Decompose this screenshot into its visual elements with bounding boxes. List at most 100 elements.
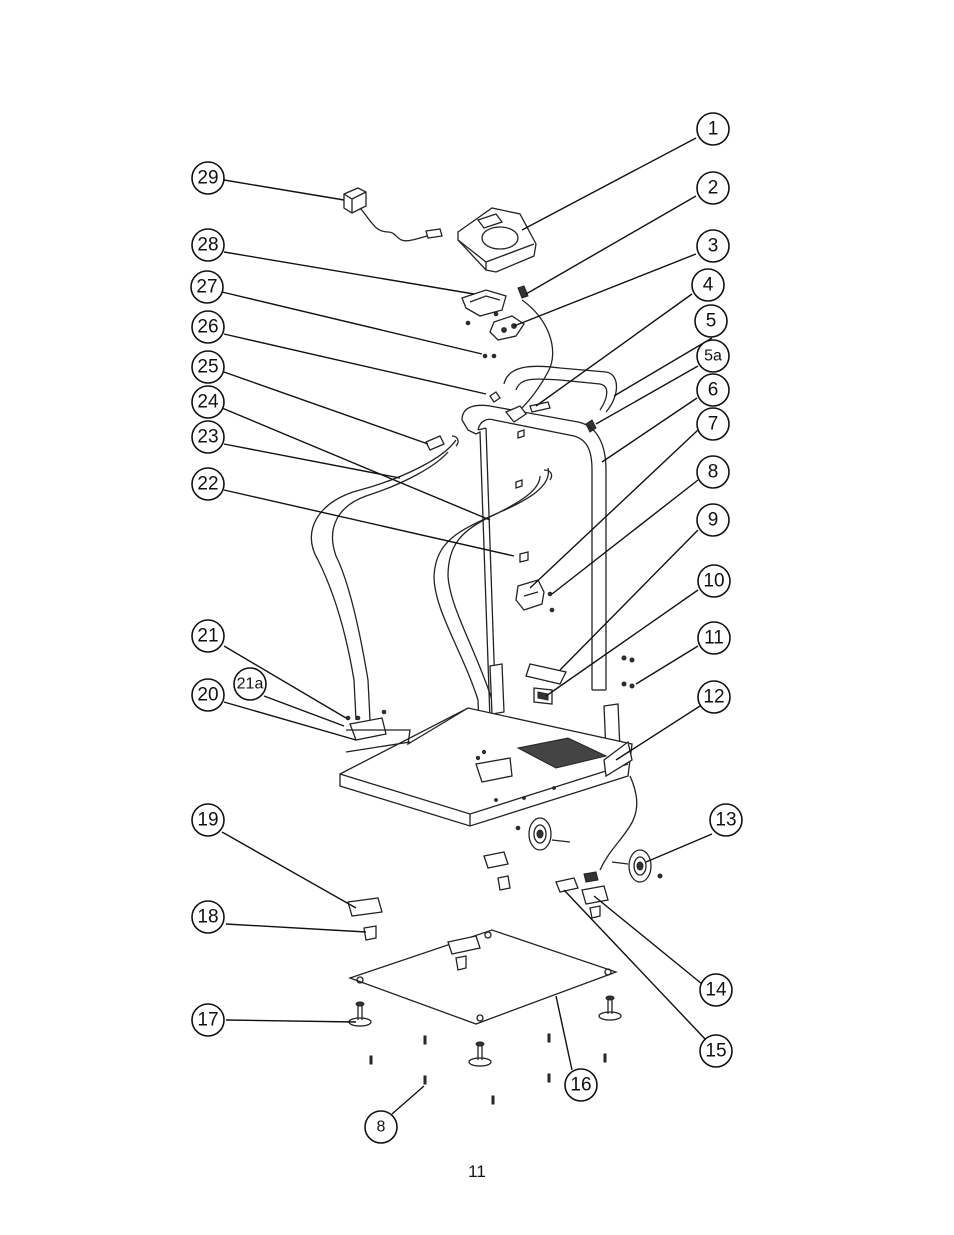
- callout-label: 20: [197, 685, 218, 706]
- screw-part-8-upper: [547, 591, 553, 597]
- callout-10: 10: [697, 564, 731, 598]
- left-rear-handle: [310, 439, 457, 721]
- callout-circle: [699, 1034, 733, 1068]
- label-part-4: [529, 401, 551, 413]
- handle-base-left: [345, 709, 387, 741]
- callout-19: 19: [191, 803, 225, 837]
- callout-13: 13: [709, 803, 743, 837]
- callout-9: 9: [696, 503, 730, 537]
- callout-27: 27: [190, 270, 224, 304]
- callout-label: 26: [197, 317, 218, 338]
- callout-circle: [191, 161, 225, 195]
- callout-label: 27: [196, 277, 217, 298]
- callout-1: 1: [696, 112, 730, 146]
- callout-6: 6: [696, 373, 730, 407]
- callout-circle: [696, 229, 730, 263]
- callout-label: 29: [197, 168, 218, 189]
- callout-label: 18: [197, 907, 218, 928]
- callout-label: 21a: [237, 676, 264, 693]
- callout-label: 17: [197, 1010, 218, 1031]
- label-part-9: [525, 663, 567, 685]
- callout-circle: [191, 467, 225, 501]
- callout-circle: [709, 803, 743, 837]
- page-number: 11: [468, 1162, 486, 1181]
- callout-circle: [191, 350, 225, 384]
- callout-23: 23: [191, 420, 225, 454]
- callout-25: 25: [191, 350, 225, 384]
- callout-label: 15: [705, 1041, 726, 1062]
- callout-circle: [697, 621, 731, 655]
- callout-3: 3: [696, 229, 730, 263]
- callout-label: 5: [706, 311, 717, 332]
- callout-17: 17: [191, 1003, 225, 1037]
- display-head: [457, 207, 537, 273]
- callout-label: 6: [708, 380, 719, 401]
- callout-circle: [691, 268, 725, 302]
- wheel-left: [515, 817, 571, 851]
- load-cell-a: [483, 851, 511, 891]
- callout-circle: [190, 270, 224, 304]
- callout-circle: [191, 619, 225, 653]
- junction-box: [555, 871, 599, 893]
- callout-circle: [696, 407, 730, 441]
- callout-circle: [696, 171, 730, 205]
- load-cell-cable: [599, 775, 638, 871]
- callout-circle: [696, 112, 730, 146]
- callout-7: 7: [696, 407, 730, 441]
- callout-circle: [696, 455, 730, 489]
- callout-8: 8: [696, 455, 730, 489]
- callout-circle: [697, 680, 731, 714]
- callout-circle: [696, 373, 730, 407]
- callout-label: 3: [708, 236, 719, 257]
- leader-lines: [221, 137, 713, 1115]
- callout-16: 16: [564, 1068, 598, 1102]
- front-side-handle: [433, 467, 549, 761]
- callout-label: 11: [704, 628, 724, 649]
- callout-circle: [697, 564, 731, 598]
- callout-14: 14: [699, 973, 733, 1007]
- callout-label: 5a: [704, 348, 722, 365]
- callout-label: 9: [708, 510, 719, 531]
- callout-label: 23: [197, 427, 218, 448]
- callout-label: 22: [197, 474, 218, 495]
- callout-28: 28: [191, 228, 225, 262]
- callout-label: 14: [705, 980, 727, 1001]
- callout-21: 21: [191, 619, 225, 653]
- callout-label: 8: [708, 462, 719, 483]
- callout-11: 11: [697, 621, 731, 655]
- leveling-foot-a: [348, 1001, 372, 1027]
- leveling-foot-b: [598, 995, 622, 1021]
- ac-adapter: [343, 187, 443, 242]
- bottom-plate: [348, 929, 618, 1025]
- callout-5: 5: [694, 304, 728, 338]
- callout-circle: [191, 1003, 225, 1037]
- callout-label: 19: [197, 810, 218, 831]
- display-cable: [519, 299, 554, 411]
- callout-circle: [233, 667, 267, 701]
- display-bracket: [461, 289, 507, 326]
- callout-29: 29: [191, 161, 225, 195]
- callout-label: 7: [708, 414, 719, 435]
- callout-circle: [191, 385, 225, 419]
- callout-21a: 21a: [233, 667, 267, 701]
- screws-part-11: [621, 655, 635, 689]
- callout-circle: [564, 1068, 598, 1102]
- callout-circle: [699, 973, 733, 1007]
- base-platform: [339, 707, 633, 827]
- callout-15: 15: [699, 1034, 733, 1068]
- callout-circle: [696, 339, 730, 373]
- callout-circle: [364, 1110, 398, 1144]
- screws-part-8-lower: [369, 1033, 607, 1105]
- callout-label: 10: [703, 571, 724, 592]
- load-cell-b: [347, 897, 383, 941]
- callout-4: 4: [691, 268, 725, 302]
- callout-circle: [191, 310, 225, 344]
- callout-label: 1: [708, 119, 719, 140]
- callout-label: 16: [570, 1075, 591, 1096]
- callout-circle: [191, 900, 225, 934]
- callout-label: 28: [197, 235, 218, 256]
- callout-label: 12: [703, 687, 724, 708]
- leveling-foot-c: [468, 1041, 492, 1067]
- callout-label: 25: [197, 357, 218, 378]
